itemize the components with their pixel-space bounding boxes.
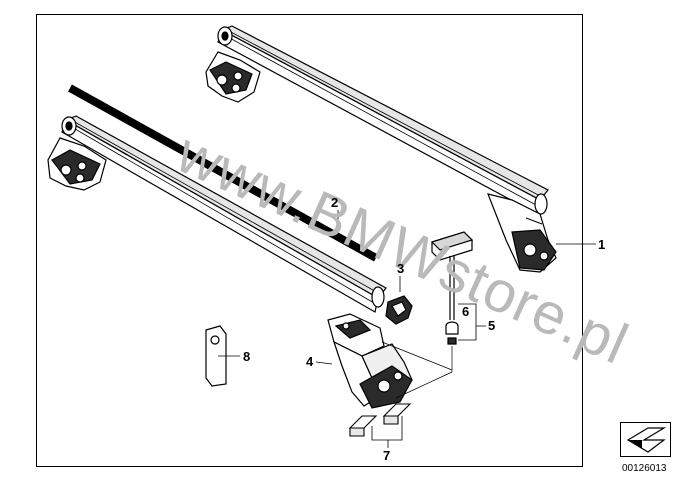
alignment-lines	[381, 341, 453, 399]
return-arrow-icon	[620, 422, 671, 457]
foot-front-left	[47, 137, 107, 191]
roof-bar-rear	[217, 25, 549, 215]
diagram-frame	[36, 14, 583, 467]
callout-5: 5	[488, 318, 496, 333]
callout-3: 3	[397, 261, 405, 276]
foot-rear-left	[205, 51, 261, 103]
leader-lines	[218, 210, 596, 448]
callout-2: 2	[331, 195, 339, 210]
callout-8: 8	[243, 349, 251, 364]
rubber-strip	[68, 84, 378, 262]
callout-7: 7	[383, 448, 391, 463]
mounting-plate	[205, 325, 227, 387]
key-and-bolt	[430, 231, 474, 345]
roof-bar-front	[61, 115, 387, 313]
foot-assembly	[327, 313, 413, 409]
end-cap	[385, 295, 413, 325]
clamp-pieces	[348, 403, 412, 437]
callout-1: 1	[598, 237, 606, 252]
callout-6: 6	[462, 304, 470, 319]
document-code: 00126013	[622, 463, 667, 474]
callout-4: 4	[306, 354, 314, 369]
foot-rear-right	[487, 193, 557, 273]
